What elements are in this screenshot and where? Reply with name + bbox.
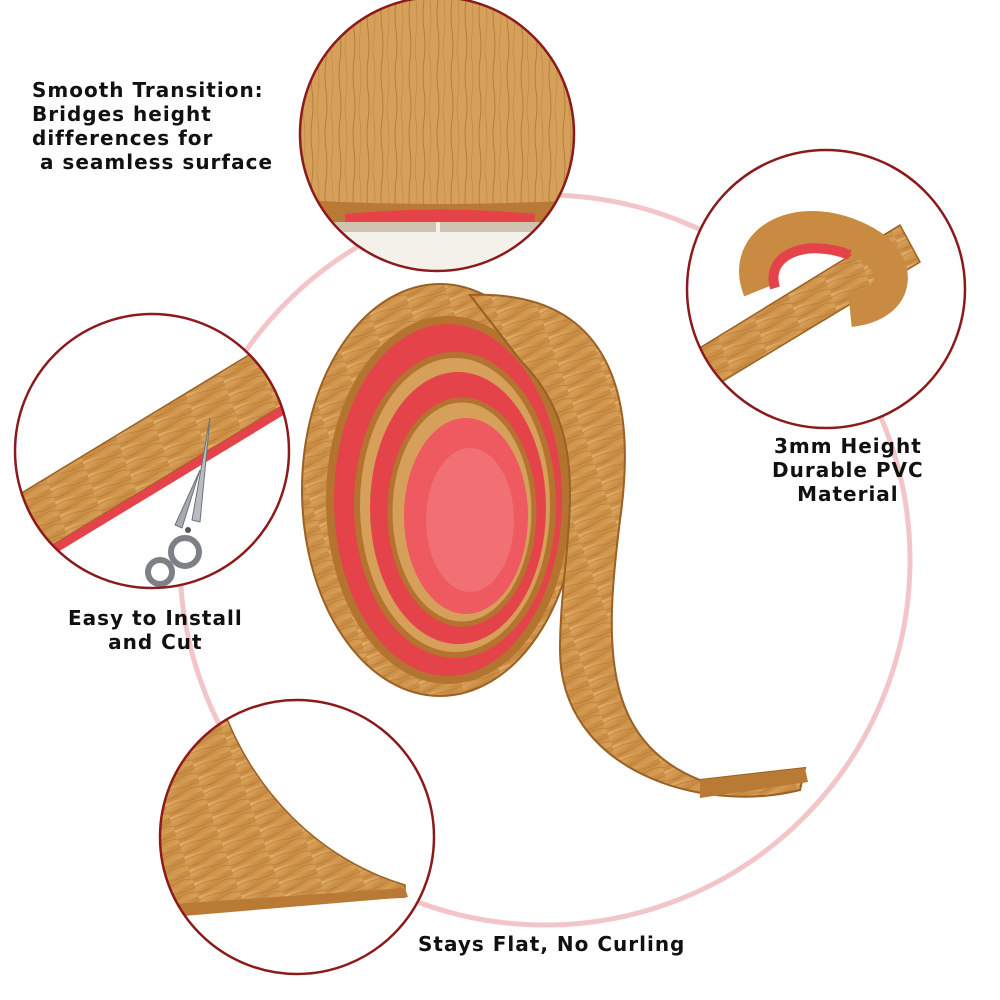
feature-text-line: differences for	[32, 126, 214, 150]
feature-text-line: Material	[797, 482, 899, 506]
feature-label-transition: Smooth Transition: Bridges height differ…	[32, 78, 273, 174]
feature-text-line: a seamless surface	[32, 150, 274, 174]
scissors-icon	[145, 417, 211, 587]
feature-text-line: 3mm Height	[773, 434, 922, 458]
feature-label-height: 3mm Height Durable PVC Material	[772, 434, 924, 506]
feature-text-line: Stays Flat, No Curling	[418, 932, 686, 956]
feature-text-line: Durable PVC	[772, 458, 924, 482]
feature-label-flat: Stays Flat, No Curling	[418, 932, 685, 956]
feature-label-install: Easy to Install and Cut	[68, 606, 243, 654]
feature-text-line: and Cut	[108, 630, 203, 654]
transition-detail-circle	[298, 0, 576, 273]
feature-text-line: Smooth Transition:	[32, 78, 264, 102]
flat-detail-circle	[158, 698, 436, 976]
feature-text-line: Bridges height	[32, 102, 212, 126]
tape-roll-graphic	[301, 283, 808, 798]
feature-text-line: Easy to Install	[68, 606, 243, 630]
install-detail-circle	[13, 312, 291, 590]
height-detail-circle	[685, 148, 967, 430]
